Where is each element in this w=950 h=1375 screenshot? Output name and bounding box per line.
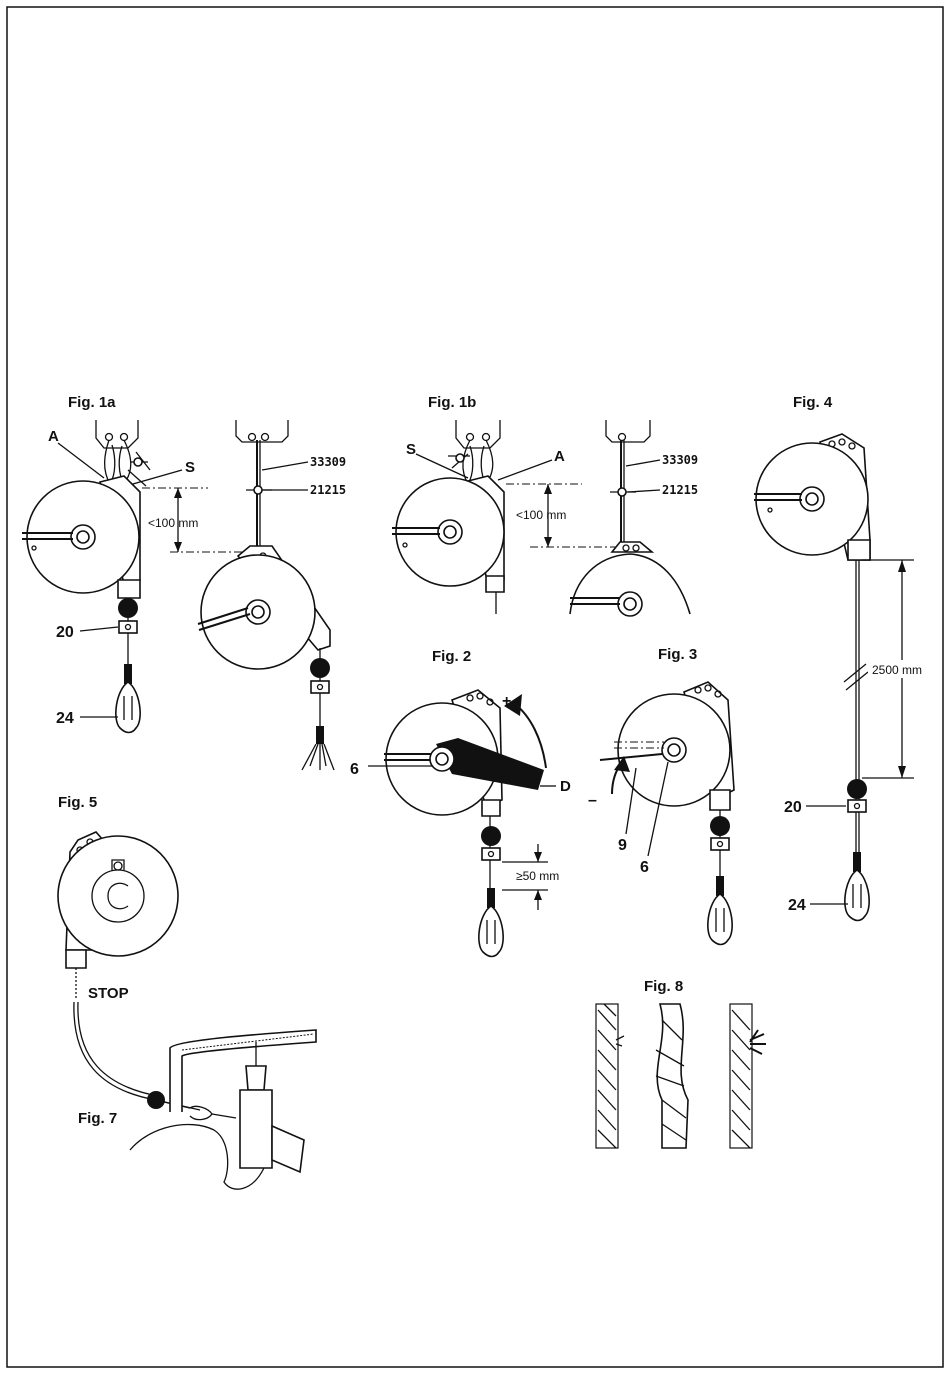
fig-8-title: Fig. 8 <box>644 978 683 995</box>
snap-hook <box>116 682 140 733</box>
fig-2-part-6: 6 <box>350 761 359 778</box>
fig-4: Fig. 4 2500 mm 20 24 <box>754 394 930 921</box>
fig-4-part-24: 24 <box>788 897 806 914</box>
fig-2-plus: + <box>502 693 511 710</box>
fig-1b-code-21215: 21215 <box>662 483 698 497</box>
fig-3-minus: – <box>588 792 597 809</box>
fig-1a-code-21215: 21215 <box>310 483 346 497</box>
fig-5: Fig. 5 STOP <box>58 794 178 1002</box>
fig-3-title: Fig. 3 <box>658 646 697 663</box>
cable-stop-ball <box>118 598 138 618</box>
fig-2-title: Fig. 2 <box>432 648 471 665</box>
fig-1a-dimension: <100 mm <box>148 516 198 530</box>
fig-1b-title: Fig. 1b <box>428 394 476 411</box>
ceiling-bracket <box>96 420 138 448</box>
fig-1b-label-a: A <box>554 448 565 465</box>
fig-1a: Fig. 1a A S 20 24 <100 <box>22 394 346 770</box>
fig-7: Fig. 7 <box>74 1002 316 1189</box>
fig-1a-code-33309: 33309 <box>310 455 346 469</box>
fig-3-part-9: 9 <box>618 837 627 854</box>
fig-4-dimension: 2500 mm <box>872 663 922 677</box>
fig-4-part-20: 20 <box>784 799 802 816</box>
fig-7-title: Fig. 7 <box>78 1110 117 1127</box>
fig-1a-label-s: S <box>185 459 195 476</box>
fig-1a-label-a: A <box>48 428 59 445</box>
fig-5-title: Fig. 5 <box>58 794 97 811</box>
fig-1b: Fig. 1b S A <100 mm 33309 21215 <box>392 394 698 616</box>
cable-stop-clamp <box>119 621 137 633</box>
page-border <box>7 7 943 1367</box>
fig-1b-label-s: S <box>406 441 416 458</box>
fig-1a-part-20: 20 <box>56 624 74 641</box>
fig-1a-part-24: 24 <box>56 710 74 727</box>
power-tool <box>240 1090 272 1168</box>
fig-1b-dimension: <100 mm <box>516 508 566 522</box>
fig-3: Fig. 3 – 9 6 <box>588 646 734 945</box>
rope-kinked <box>596 1004 624 1148</box>
fig-2-label-d: D <box>560 778 571 795</box>
fig-2: Fig. 2 + 6 D ≥50 mm <box>350 648 571 957</box>
fig-5-stop: STOP <box>88 985 129 1002</box>
fig-1b-code-33309: 33309 <box>662 453 698 467</box>
rope-birdcaged <box>656 1004 688 1148</box>
rope-frayed <box>730 1004 766 1148</box>
carabiner-hook <box>105 440 115 484</box>
fig-4-title: Fig. 4 <box>793 394 833 411</box>
fig-3-part-6: 6 <box>640 859 649 876</box>
fig-1a-title: Fig. 1a <box>68 394 116 411</box>
fig-2-dimension: ≥50 mm <box>516 869 559 883</box>
fig-8: Fig. 8 <box>596 978 766 1148</box>
